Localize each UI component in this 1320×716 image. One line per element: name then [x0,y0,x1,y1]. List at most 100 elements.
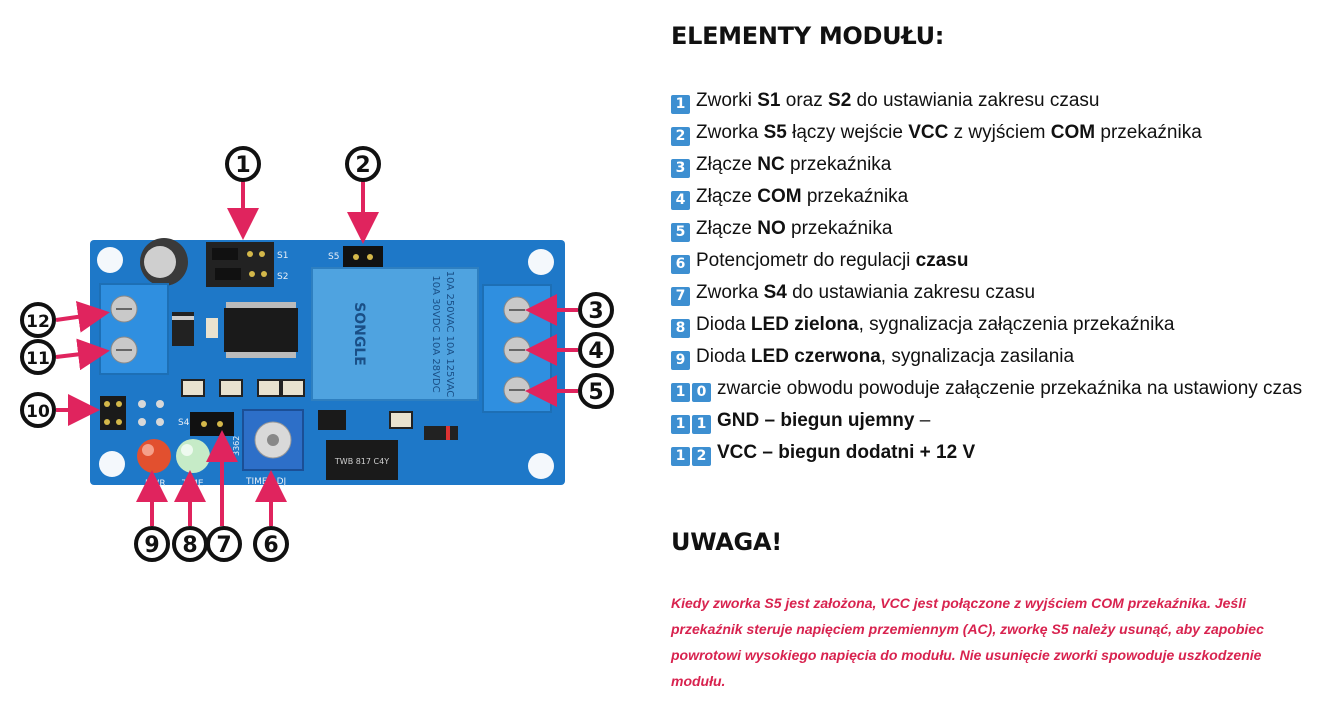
jumper-s5 [343,246,383,268]
element-item: 8 Dioda LED zielona, sygnalizacja załącze… [671,309,1311,341]
number-digit: 8 [671,319,690,338]
number-badge: 9 [671,346,691,370]
item-text: łączy wejście [786,122,909,143]
item-bold-text: S4 [763,282,787,303]
mount-hole [528,249,554,275]
callout-circle-1 [225,146,261,182]
item-bold-text: COM [757,186,802,207]
item-text: do ustawiania zakresu czasu [851,90,1100,111]
item-bold-text: COM [1050,122,1096,143]
callout-11: 11 [26,349,50,369]
transistor [318,410,346,430]
relay-brand: SONGLE [351,302,367,366]
pin [247,251,253,257]
callout-1: 1 [235,153,250,178]
item-text: przekaźnika [785,218,893,239]
item-bold-text: LED zielona [750,314,859,335]
item-text: oraz [780,90,829,111]
label-s2: S2 [277,272,288,282]
item-bold-text: LED czerwona [750,346,881,367]
number-badge: 4 [671,186,691,210]
item-bold-text: VCC [908,122,949,143]
callout-3: 3 [588,299,603,324]
number-digit: 2 [692,447,711,466]
number-digit: 5 [671,223,690,242]
item-text: przekaźnika [784,154,892,175]
callout-arrows [55,181,578,526]
callout-6: 6 [263,533,278,558]
number-digit: 6 [671,255,690,274]
item-text: Złącze [696,186,758,207]
capacitor-top [144,246,176,278]
number-badge: 7 [671,282,691,306]
pin [249,271,255,277]
item-text: Zworka [696,122,764,143]
pin [259,251,265,257]
elements-heading: ELEMENTY MODUŁU: [671,22,945,50]
optocoupler [326,440,398,480]
item-text: Złącze [696,154,758,175]
item-bold-text: NO [757,218,786,239]
callout-2: 2 [355,153,370,178]
item-text: Zworka [696,282,764,303]
number-digit: 4 [671,191,690,210]
label-s5: S5 [328,252,339,262]
label-time-adj: TIME ADJ [245,477,286,487]
led-green [176,439,210,473]
callout-circle-11 [20,339,56,375]
item-bold-text: S5 [763,122,787,143]
item-text: Potencjometr do regulacji [696,250,916,271]
element-item: 5 Złącze NO przekaźnika [671,213,1311,245]
item-text: Dioda [696,314,751,335]
callout-circle-8 [172,526,208,562]
number-badge: 3 [671,154,691,178]
relay-print: 10A 250VAC 10A 125VAC 10A 30VDC 10A 28VD… [351,271,455,398]
callout-circle-4 [578,332,614,368]
smd-part [281,379,305,397]
smd-part [206,318,218,338]
item-text: , sygnalizacja załączenia przekaźnika [858,314,1175,335]
item-bold-text: NC [757,154,785,175]
callout-12: 12 [26,312,50,332]
relay-rating-2: 10A 30VDC 10A 28VDC [430,275,441,392]
diode [172,312,194,346]
number-digit: 0 [692,383,711,402]
item-bold-text: S1 [757,90,781,111]
item-text: Dioda [696,346,751,367]
opto-code: TWB 817 C4Y [334,457,389,466]
callout-circle-5 [578,373,614,409]
label-pwr: PWR [145,479,166,489]
pin [261,271,267,277]
ic-chip [224,308,298,352]
smd-part [389,411,413,429]
item-text: Złącze [696,218,758,239]
warning-text: Kiedy zworka S5 jest założona, VCC jest … [671,595,1264,689]
pot-code: 3362 [232,436,241,456]
callout-circle-9 [134,526,170,562]
label-time: TIME [181,479,204,489]
callout-4: 4 [588,339,603,364]
number-digit: 9 [671,351,690,370]
header-pins [100,396,126,430]
item-text: przekaźnika [1095,122,1202,143]
number-digit: 1 [671,415,690,434]
callout-circle-10 [20,392,56,428]
mount-hole [528,453,554,479]
callout-circle-6 [253,526,289,562]
number-digit: 1 [671,95,690,114]
number-digit: 1 [671,447,690,466]
mount-hole [99,451,125,477]
number-digit: 1 [671,383,690,402]
item-bold-text: S2 [828,90,852,111]
mount-hole [97,247,123,273]
warning-heading: UWAGA! [671,528,782,556]
item-text: – [914,410,931,431]
